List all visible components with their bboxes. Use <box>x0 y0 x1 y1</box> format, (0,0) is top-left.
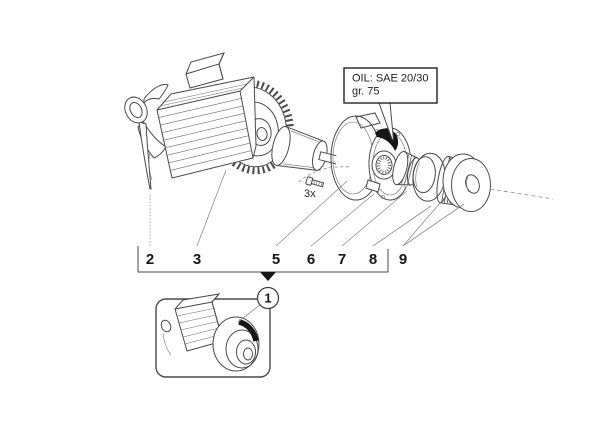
screw-quantity-label: 3x <box>304 188 316 200</box>
part-ref-8: 8 <box>369 251 377 268</box>
assembly-arrow <box>260 272 276 281</box>
part-leader-lines <box>149 169 465 247</box>
fan-teeth <box>212 79 294 175</box>
pulley-disc <box>442 153 491 212</box>
screw-3x <box>298 166 351 188</box>
oil-callout-line1: OIL: SAE 20/30 <box>352 73 428 85</box>
oil-callout: OIL: SAE 20/30 gr. 75 <box>343 67 438 141</box>
part-ref-5: 5 <box>272 251 280 268</box>
assembly-ref-circle <box>256 286 280 310</box>
terminal-box <box>185 52 225 89</box>
gear-bearing-sleeve <box>392 150 421 188</box>
assembly-ref-label: 1 <box>264 291 271 306</box>
reference-ruler: 2 3 5 6 7 8 9 <box>137 246 407 281</box>
end-shield-bracket <box>124 84 169 190</box>
assembled-motor <box>160 293 260 372</box>
assembled-unit-inset: 1 <box>155 286 280 378</box>
part-ref-2: 2 <box>146 251 154 268</box>
inset-dark-ring <box>238 319 259 342</box>
oil-callout-line2: gr. 75 <box>352 86 380 98</box>
axis-continuation-dashed <box>489 188 554 200</box>
part-ref-7: 7 <box>338 251 346 268</box>
part-ref-9: 9 <box>399 251 407 268</box>
part-ref-3: 3 <box>193 251 201 268</box>
armature-commutator <box>271 125 353 176</box>
part-ref-6: 6 <box>307 251 315 268</box>
stator-finned-housing <box>156 52 257 179</box>
stator-fins <box>158 98 252 171</box>
oil-callout-box <box>343 67 438 104</box>
